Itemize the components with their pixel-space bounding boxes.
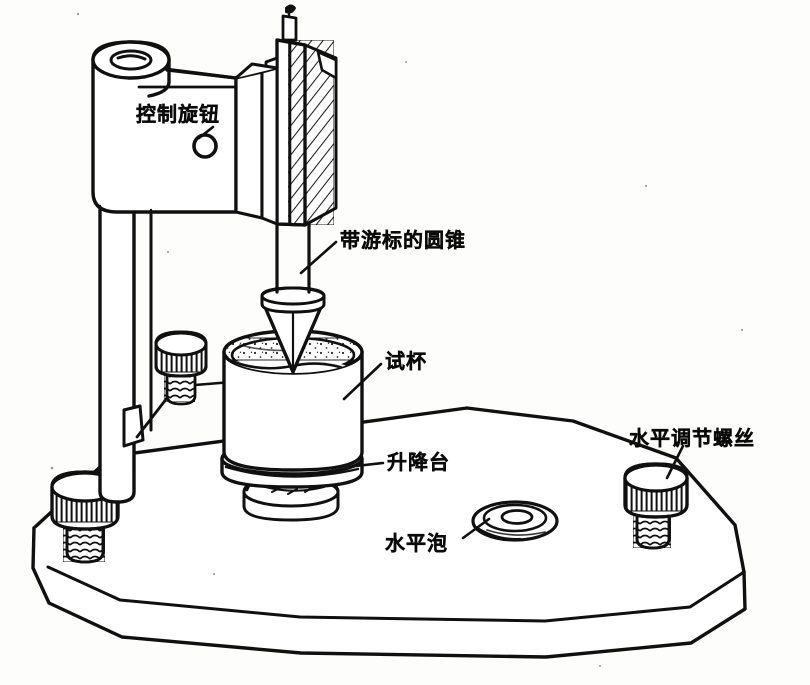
callout-label-level-bubble: 水平泡 (385, 531, 448, 555)
callout-label-control-knob: 控制旋钮 (136, 102, 220, 126)
base-plate (31, 406, 747, 659)
leader-test-cup (342, 362, 383, 401)
leader-level-bubble (461, 517, 491, 540)
callout-label-cone-with-vernier: 带游标的圆锥 (340, 228, 466, 252)
leader-lifting-platform (354, 461, 385, 468)
callout-label-test-cup: 试杯 (385, 349, 427, 373)
paper-speckles (50, 12, 744, 667)
leader-leveling-screw (665, 444, 685, 480)
head-housing (91, 40, 279, 226)
callout-leaders (197, 125, 685, 540)
callout-label-leveling-screw: 水平调节螺丝 (629, 426, 755, 450)
leveling-screw-right (623, 462, 689, 550)
control-knob-dial (192, 133, 218, 159)
column (98, 207, 153, 504)
cone-body (260, 219, 326, 374)
column-clamp-screw (135, 330, 234, 439)
leader-cone-with-vernier (299, 240, 338, 275)
bubble-level (471, 500, 559, 542)
leader-control-knob (197, 125, 215, 140)
test-cup-body (222, 329, 364, 472)
callout-label-lifting-platform: 升降台 (387, 450, 450, 474)
